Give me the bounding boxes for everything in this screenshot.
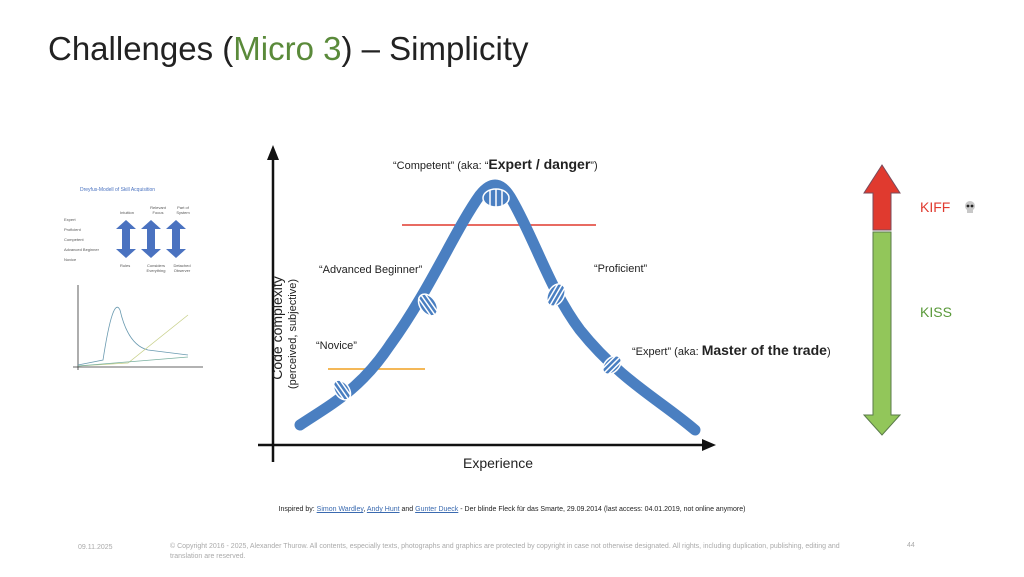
rope-knots — [332, 188, 622, 401]
stage-competent: “Competent” (aka: “Expert / danger”) — [393, 156, 598, 172]
thumb-level: Competent — [64, 237, 84, 242]
dreyfus-thumbnail: Dreyfus-Modell of Skill Acquisition Expe… — [58, 185, 208, 400]
thumbnail-levels: Expert Proficient Competent Advanced Beg… — [64, 215, 99, 265]
thumb-arrow-bottom: Considers Everything — [146, 263, 166, 273]
competent-alias: Expert / danger — [488, 156, 591, 172]
competent-suffix: ”) — [590, 160, 598, 172]
credits-sep: and — [399, 506, 416, 513]
axes — [258, 145, 716, 462]
footer-date: 09.11.2025 — [78, 544, 113, 551]
thumbnail-title: Dreyfus-Modell of Skill Acquisition — [80, 187, 156, 193]
expert-suffix: ) — [826, 346, 831, 358]
x-axis-label: Experience — [463, 455, 534, 471]
thumb-level: Expert — [64, 217, 76, 222]
stage-proficient: “Proficient” — [594, 263, 648, 275]
thumbnail-graphics — [73, 220, 203, 370]
andy-hunt-link[interactable]: Andy Hunt — [366, 506, 400, 513]
thumb-level: Novice — [64, 257, 77, 262]
kiff-arrow — [863, 164, 901, 231]
credits-sep: , — [363, 506, 367, 513]
kiss-label: KISS — [920, 304, 952, 320]
expert-alias: Master of the trade — [701, 342, 827, 358]
page-number: 44 — [907, 542, 915, 549]
title-accent: Micro 3 — [233, 30, 342, 67]
credits-prefix: Inspired by: — [278, 506, 317, 513]
stage-novice: “Novice” — [316, 340, 357, 352]
gunter-dueck-link[interactable]: Gunter Dueck — [415, 506, 459, 513]
experience-curve — [294, 179, 701, 436]
footer-copyright: © Copyright 2016 - 2025, Alexander Thuro… — [170, 543, 840, 560]
thumb-arrow-top: Part of System — [176, 205, 190, 215]
knot-icon — [602, 355, 622, 375]
expert-prefix: “Expert” (aka: — [632, 346, 702, 358]
thumb-arrow-top: Relevant Focus — [150, 205, 166, 215]
kiff-label: KIFF — [920, 199, 951, 215]
competent-prefix: “Competent” (aka: “ — [393, 160, 489, 172]
thumb-arrow-top: Intuition — [120, 210, 135, 215]
thumb-arrow-bottom: Rules — [120, 263, 131, 268]
knot-icon — [332, 379, 352, 401]
thumb-level: Proficient — [64, 227, 81, 232]
x-axis-arrow-icon — [702, 439, 716, 451]
knot-icon — [417, 293, 439, 317]
skull-icon — [965, 201, 975, 213]
title-suffix: ) – Simplicity — [341, 30, 529, 67]
thumb-level: Advanced Beginner — [64, 247, 99, 252]
slide-title: Challenges (Micro 3) – Simplicity — [48, 30, 529, 68]
y-axis-sublabel: (perceived, subjective) — [287, 278, 299, 390]
y-axis-arrow-icon — [267, 145, 279, 160]
credits: Inspired by: Simon Wardley, Andy Hunt an… — [0, 506, 1024, 513]
knot-icon — [546, 283, 566, 307]
kiss-arrow — [862, 231, 902, 436]
knot-icon — [482, 188, 510, 208]
thumb-arrow-bottom: Detached Observer — [173, 263, 191, 273]
title-prefix: Challenges ( — [48, 30, 234, 67]
credits-source: - Der blinde Fleck für das Smarte, 29.09… — [458, 506, 746, 513]
simon-wardley-link[interactable]: Simon Wardley — [316, 506, 364, 513]
y-axis-label: Code complexity — [269, 276, 285, 380]
stage-advanced-beginner: “Advanced Beginner” — [319, 264, 423, 276]
stage-expert: “Expert” (aka: Master of the trade) — [632, 342, 831, 358]
